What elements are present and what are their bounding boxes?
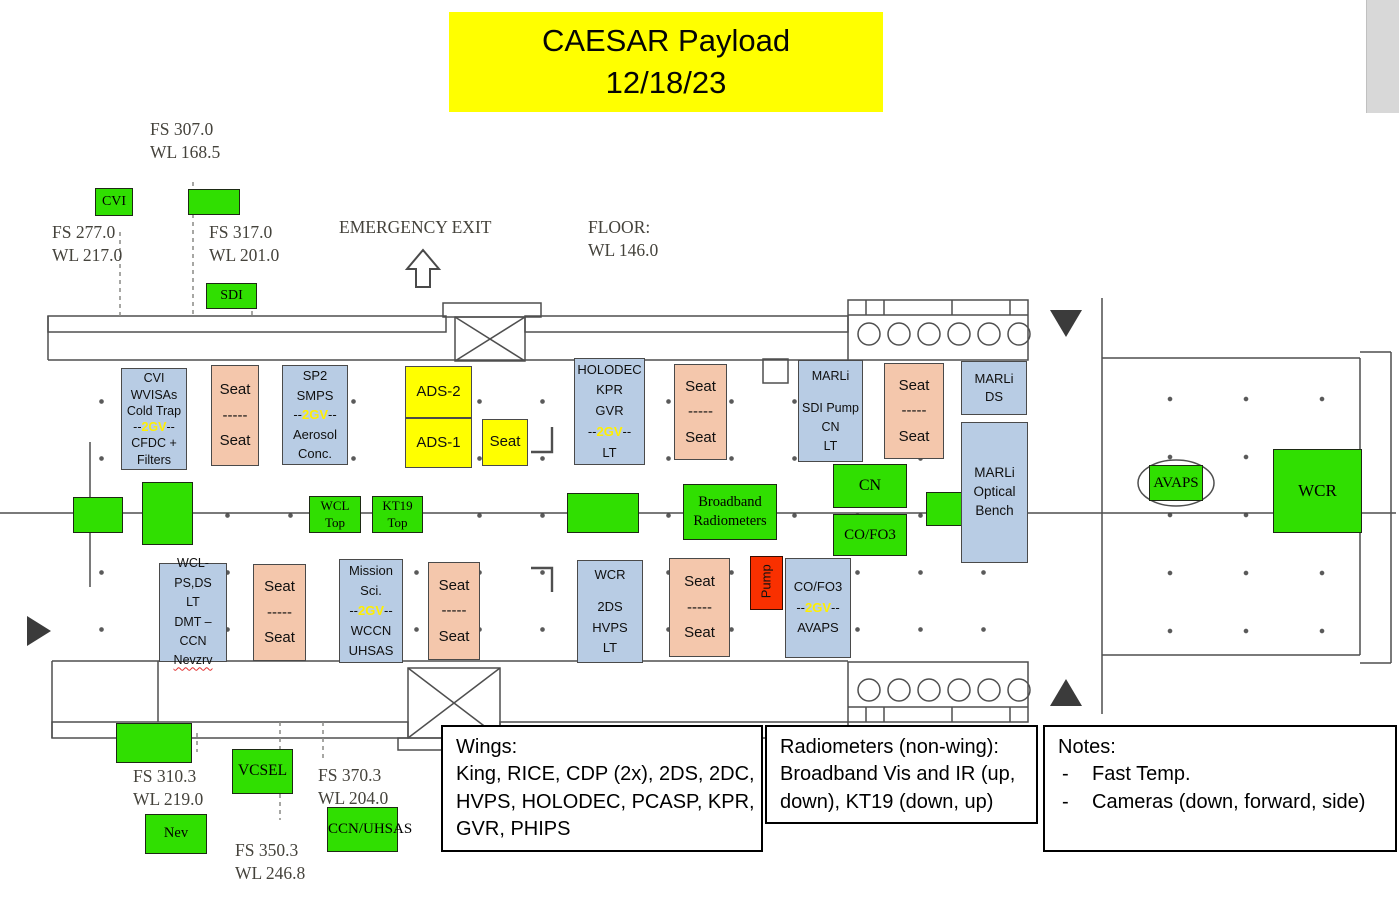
avaps-tag: AVAPS <box>1149 465 1203 501</box>
label-emergency-exit: EMERGENCY EXIT <box>339 217 492 237</box>
title-line2: 12/18/23 <box>605 65 727 100</box>
green-box-mid-3 <box>567 493 639 533</box>
cn-tag: CN <box>833 464 907 508</box>
green-box-mid-1 <box>73 497 123 533</box>
co-fo3-avaps-rack: CO/FO3--2GV--AVAPS <box>785 558 851 658</box>
green-box-mid-4 <box>926 492 966 526</box>
title-banner: CAESAR Payload 12/18/23 <box>449 12 883 112</box>
nev-tag: Nev <box>145 814 207 854</box>
window-panel-top <box>847 299 1031 361</box>
ads-2-box: ADS-2 <box>405 366 472 418</box>
scrollbar-thumb[interactable] <box>1366 0 1399 113</box>
green-box-mid-2 <box>142 482 193 545</box>
wings-legend: Wings:King, RICE, CDP (2x), 2DS, 2DC,HVP… <box>441 725 763 852</box>
green-box-top <box>188 189 240 215</box>
title-line1: CAESAR Payload <box>541 23 791 59</box>
seat-pair-5: Seat-----Seat <box>428 562 480 660</box>
seat-pair-4: Seat-----Seat <box>253 564 306 661</box>
window-panel-bottom <box>847 661 1031 723</box>
green-box-bottom <box>116 723 192 763</box>
label-floor: FLOOR:WL 146.0 <box>588 217 659 260</box>
radiometers-legend: Radiometers (non-wing):Broadband Vis and… <box>765 725 1038 824</box>
vcsel-tag: VCSEL <box>232 749 293 794</box>
forward-triangle-icon <box>27 616 51 646</box>
notes-legend: Notes:-Fast Temp.-Cameras (down, forward… <box>1043 725 1397 852</box>
seat-pair-3: Seat-----Seat <box>884 363 944 459</box>
co-fo3-tag: CO/FO3 <box>833 514 907 556</box>
down-triangle-icon <box>1050 310 1082 337</box>
cvi-tag: CVI <box>95 188 133 216</box>
exit-arrow-icon <box>404 248 442 288</box>
sdi-tag: SDI <box>206 283 257 309</box>
ccn-uhsas-tag: CCN/UHSAS <box>327 807 412 852</box>
ads-1-box: ADS-1 <box>405 418 472 468</box>
seat-pair-2: Seat-----Seat <box>674 364 727 460</box>
emergency-exit-door <box>442 302 542 362</box>
up-triangle-icon <box>1050 679 1082 706</box>
seat-pair-6: Seat-----Seat <box>669 558 730 657</box>
seat-yellow-box: Seat <box>482 419 528 466</box>
station-lines <box>119 182 324 820</box>
pump-box: Pump <box>750 556 783 610</box>
wcr-tag: WCR <box>1273 449 1362 533</box>
seat-pair-1: Seat-----Seat <box>211 365 259 466</box>
